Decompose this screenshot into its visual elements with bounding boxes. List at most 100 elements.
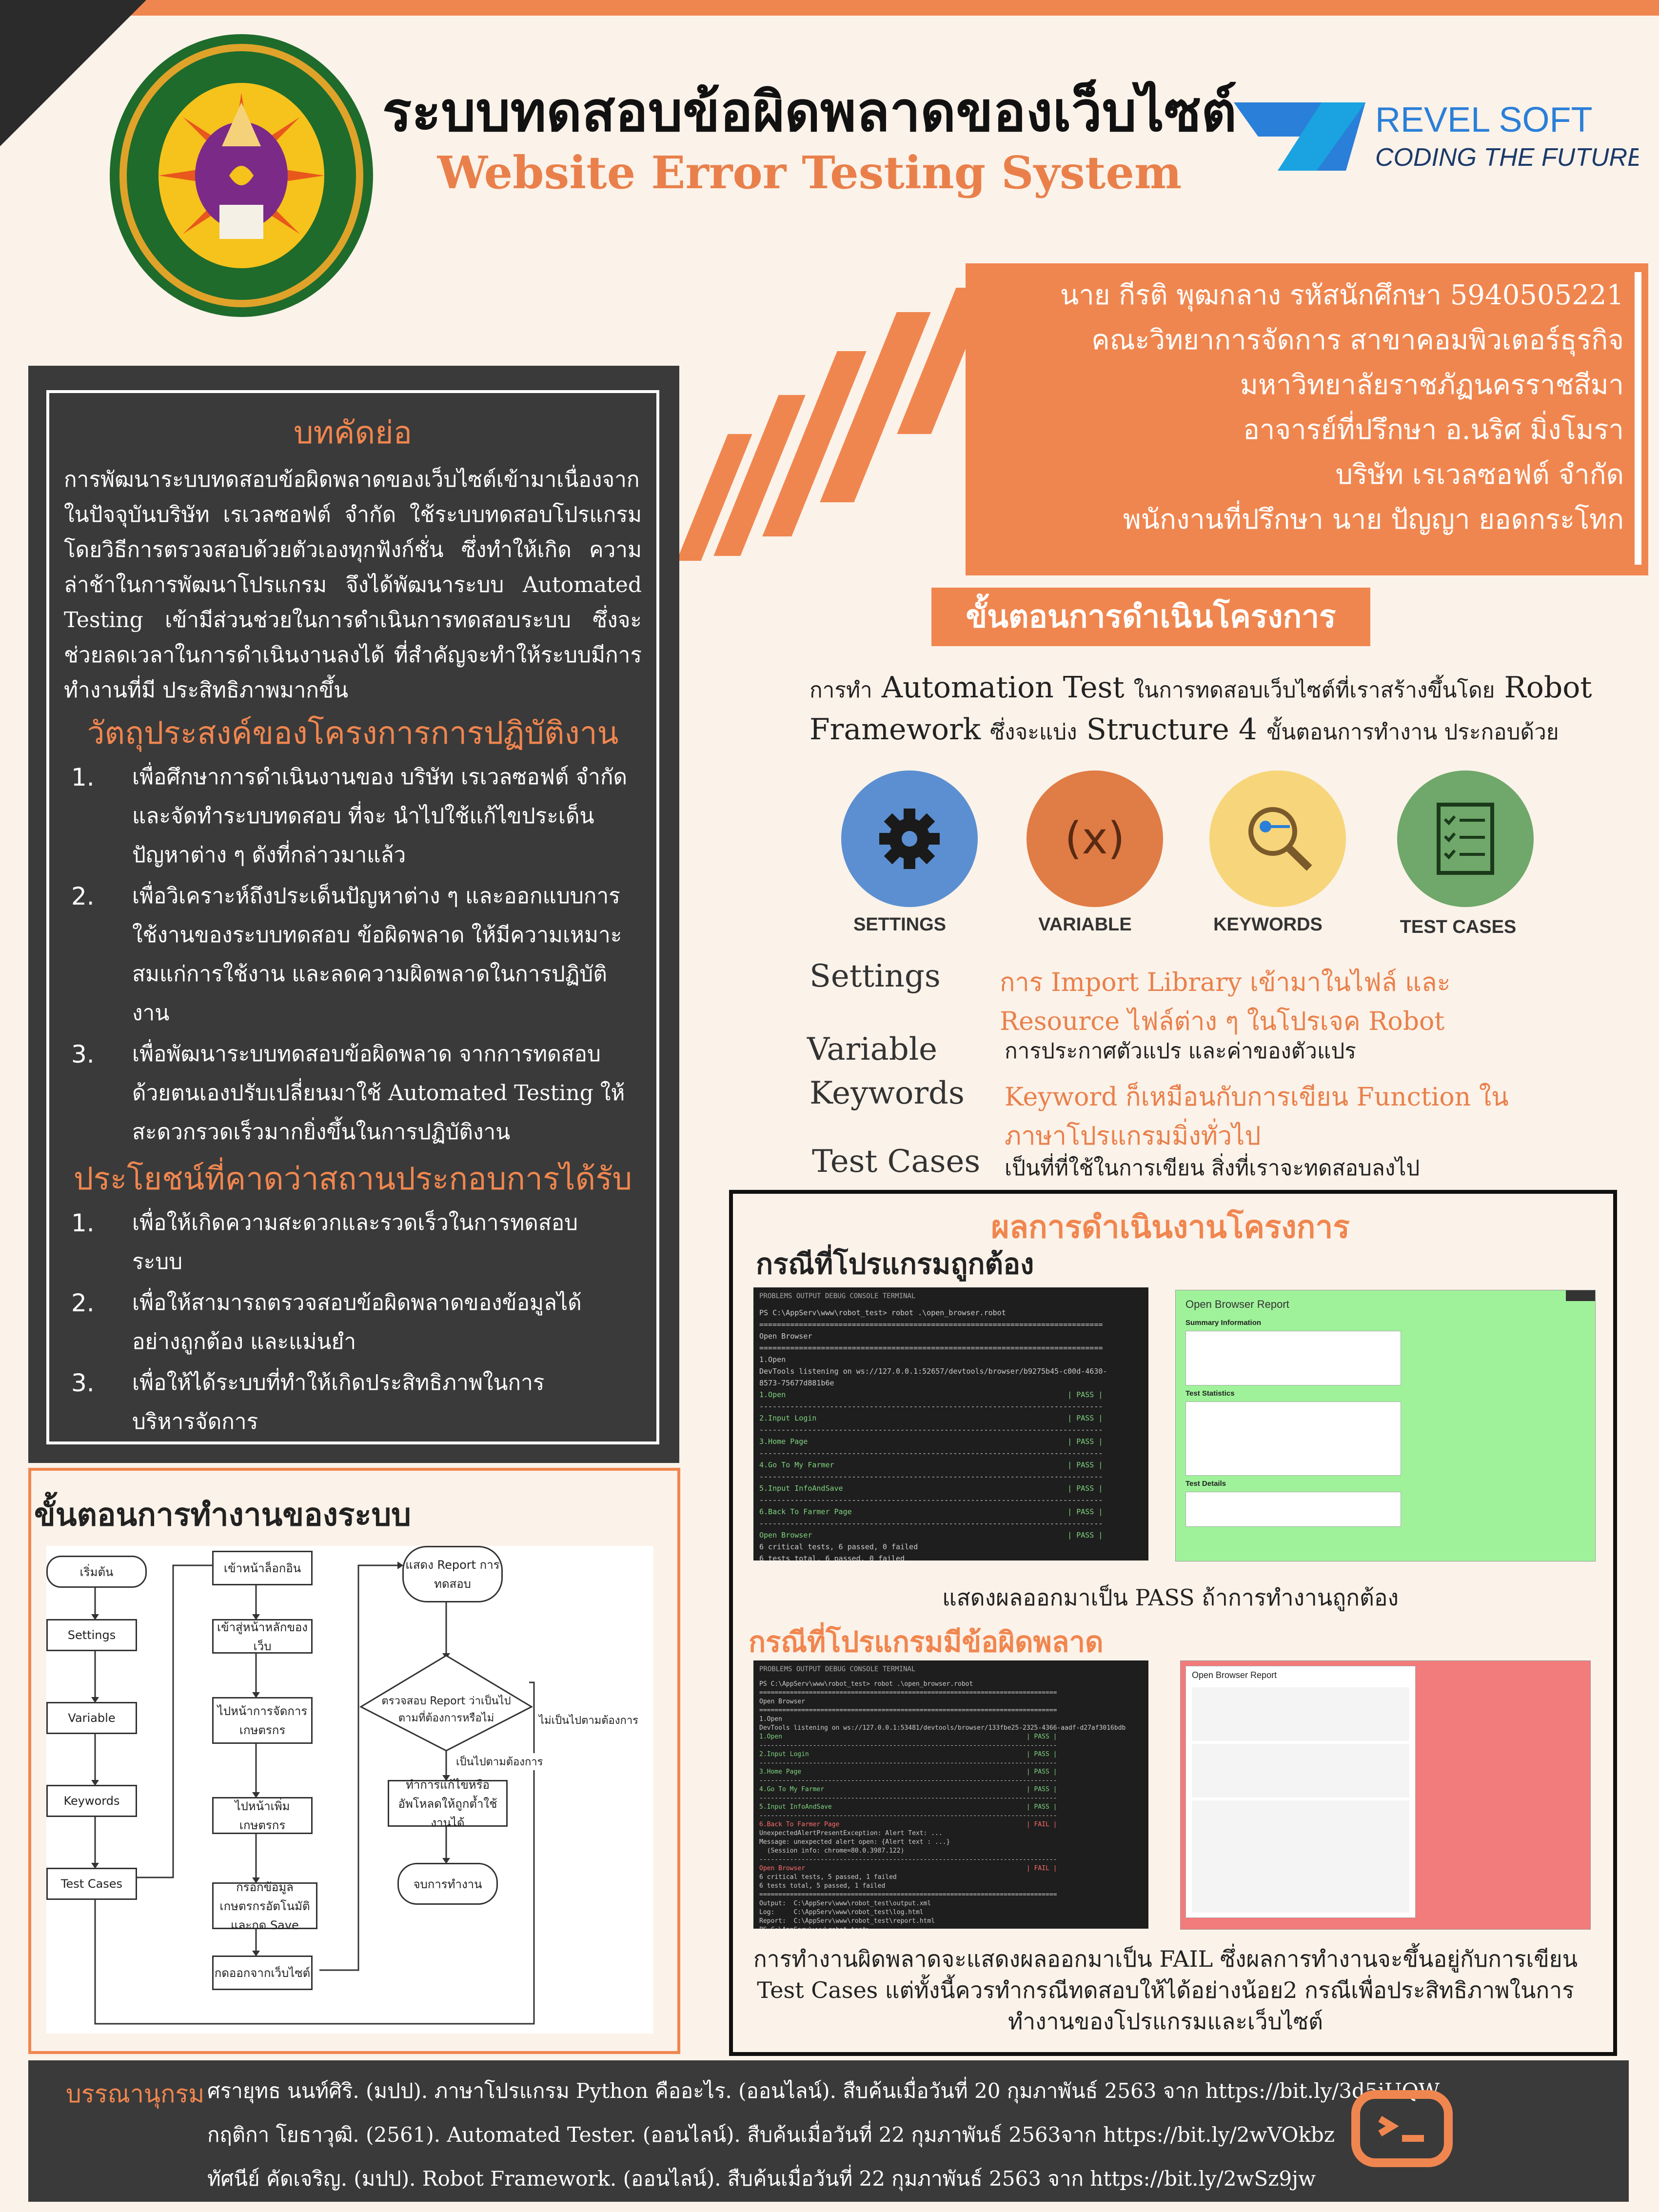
terminal-line: 6 tests total, 6 passed, 0 failed [759,1554,905,1560]
info-line: คณะวิทยาการจัดการ สาขาคอมพิวเตอร์ธุรกิจ [1091,324,1624,356]
flow-step-home: เข้าสู่หน้าหลักของเว็บ [212,1619,313,1654]
terminal-line: Message: unexpected alert open: {Alert t… [759,1838,950,1846]
flowchart-heading: ขั้นตอนการทำงานของระบบ [34,1497,411,1533]
terminal-line: ----------------------------------------… [759,1472,1103,1481]
flow-variable: Variable [46,1702,137,1734]
case-fail-caption: การทำงานผิดพลาดจะแสดงผลออกมาเป็น FAIL ซึ… [753,1946,1578,2034]
objective-item: 2.เพื่อวิเคราะห์ถึงประเด็นปัญหาต่าง ๆ แล… [71,882,622,1026]
terminal-line: Output: C:\AppServ\www\robot_test\output… [759,1900,931,1907]
terminal-line: ----------------------------------------… [759,1759,1057,1767]
poster-title-english: Website Error Testing System [437,146,1182,199]
student-info-panel: นาย กีรติ พุฒกลาง รหัสนักศึกษา 594050522… [966,263,1648,575]
flow-settings: Settings [46,1619,137,1651]
terminal-line: 6 critical tests, 5 passed, 1 failed [759,1874,897,1881]
terminal-line: PS C:\AppServ\www\robot_test> [759,1926,1143,1929]
flowchart-canvas: เริ่มต้น Settings Variable Keywords Test… [46,1546,653,2034]
terminal-tabs: PROBLEMS OUTPUT DEBUG CONSOLE TERMINAL [759,1292,916,1300]
variable-icon: (x) [1065,813,1125,864]
variable-icon-circle: (x) [1027,770,1163,907]
settings-icon-circle [841,770,978,907]
report-title: Open Browser Report [1192,1670,1277,1680]
terminal-line: ----------------------------------------… [759,1742,1057,1749]
flow-step-fill-save: กรอกข้อมูลเกษตรกรอัตโนมัติ และกด Save [212,1880,317,1932]
flow-show-report: แสดง Report การทดสอบ [402,1546,503,1602]
report-pass-screenshot: Open Browser Report Summary Information … [1175,1290,1596,1561]
info-line: อาจารย์ที่ปรึกษา อ.นริศ มิ่งโมรา [1243,414,1624,446]
references-footer [28,2060,1629,2202]
terminal-line: 2.Input Login | PASS | [759,1414,1103,1422]
terminal-line: 4.Go To My Farmer | PASS | [759,1461,1103,1469]
terminal-line: ----------------------------------------… [759,1856,1057,1863]
terminal-tabs: PROBLEMS OUTPUT DEBUG CONSOLE TERMINAL [759,1665,916,1673]
benefits-heading: ประโยชน์ที่คาดว่าสถานประกอบการได้รับ [73,1161,632,1197]
flow-decision: ตรวจสอบ Report ว่าเป็นไปตามที่ต้องการหรื… [381,1695,511,1724]
terminal-line: ----------------------------------------… [759,1795,1057,1802]
terminal-line: Open Browser [759,1698,805,1705]
reference-item: กฤติกา โยธาวุฒิ. (2561). Automated Teste… [207,2123,1335,2147]
report-summary-heading: Summary Information [1185,1319,1262,1327]
info-line: บริษัท เรเวลซอฟต์ จำกัด [1335,459,1624,491]
reference-item: ทัศนีย์ คัดเจริญ. (มปป). Robot Framework… [207,2167,1316,2191]
abstract-text: การพัฒนาระบบทดสอบข้อผิดพลาดของเว็บไซต์เข… [64,467,642,703]
terminal-line: 4.Go To My Farmer | PASS | [759,1786,1057,1793]
case-pass-heading: กรณีที่โปรแกรมถูกต้อง [756,1247,1034,1281]
process-intro: การทำ Automation Test ในการทดสอบเว็บไซต์… [810,671,1592,747]
flow-end: จบการทำงาน [397,1863,498,1905]
report-title: Open Browser Report [1185,1298,1289,1310]
terminal-line: ========================================… [759,1689,1057,1697]
reference-item: ศรายุทธ นนท์ศิริ. (มปป). ภาษาโปรแกรม Pyt… [207,2079,1440,2103]
terminal-line: UnexpectedAlertPresentException: Alert T… [759,1830,943,1837]
report-stats-table [1185,1402,1401,1476]
logo-name: REVEL SOFT [1375,100,1592,139]
top-accent-bar [0,0,1659,16]
university-seal [105,29,378,322]
terminal-line: 8573-75677d881b6e [759,1379,834,1387]
benefit-item: 3.เพื่อให้ได้ระบบที่ทำให้เกิดประสิทธิภาพ… [71,1369,545,1434]
terminal-line: Report: C:\AppServ\www\robot_test\report… [759,1917,935,1925]
terminal-line: DevTools listening on ws://127.0.0.1:534… [759,1724,1126,1732]
terminal-line: 1.Open [759,1716,782,1723]
terminal-line: Open Browser | FAIL | [759,1865,1057,1872]
terminal-line: ----------------------------------------… [759,1519,1103,1528]
terminal-line: Log: C:\AppServ\www\robot_test\log.html [759,1909,924,1916]
revel-soft-logo: REVEL SOFT CODING THE FUTURE [1229,93,1645,180]
terminal-line: 5.Input InfoAndSave | PASS | [759,1484,1103,1493]
terminal-output: PS C:\AppServ\www\robot_test> robot .\op… [753,1678,1148,1929]
terminal-line: 5.Input InfoAndSave | PASS | [759,1803,1057,1811]
settings-label: SETTINGS [853,914,947,935]
poster-title-thai: ระบบทดสอบข้อผิดพลาดของเว็บไซต์ [382,80,1237,144]
test-cases-icon-circle [1397,770,1534,907]
terminal-line: 1.Open | PASS | [759,1390,1103,1399]
terminal-line: 6 critical tests, 6 passed, 0 failed [759,1542,918,1551]
report-fail-screenshot: Open Browser Report [1180,1660,1591,1930]
flow-step-login: เข้าหน้าล็อกอิน [212,1551,313,1585]
terminal-line: 6.Back To Farmer Page | FAIL | [759,1821,1057,1828]
keywords-label: KEYWORDS [1213,914,1323,935]
keywords-icon-circle [1209,770,1346,907]
svg-text:(x): (x) [1065,813,1125,864]
report-details-table [1185,1492,1401,1527]
info-line: นาย กีรติ พุฒกลาง รหัสนักศึกษา 594050522… [1060,279,1624,311]
info-line: มหาวิทยาลัยราชภัฏนครราชสีมา [1240,369,1624,401]
terminal-line: ----------------------------------------… [759,1425,1103,1434]
terminal-pass-screenshot: PROBLEMS OUTPUT DEBUG CONSOLE TERMINAL P… [753,1287,1148,1560]
abstract-panel-background [28,366,679,1463]
terminal-line: 1.Open [759,1355,786,1364]
report-stats-table [1192,1744,1409,1797]
footer-logo-icon [1346,2085,1458,2172]
terminal-line: 3.Home Page | PASS | [759,1437,1103,1446]
flow-step-exit: กดออกจากเว็บไซต์ [212,1955,313,1990]
info-divider [1635,272,1641,565]
term-keywords-desc: Keyword ก็เหมือนกับการเขียน Function ในภ… [1005,1083,1509,1151]
flow-start: เริ่มต้น [46,1556,147,1588]
abstract-panel: บทคัดย่อ การพัฒนาระบบทดสอบข้อผิดพลาดของเ… [46,390,659,1444]
term-settings: Settings [810,958,941,994]
case-fail-heading: กรณีที่โปรแกรมมีข้อผิดพลาด [749,1625,1104,1659]
references-heading: บรรณานุกรม [66,2080,205,2108]
benefits-list: 1.เพื่อให้เกิดความสะดวกและรวดเร็วในการทด… [49,1204,656,1442]
term-test-cases: Test Cases [812,1144,981,1180]
checklist-icon [1437,803,1494,875]
key-search-icon [1248,807,1312,871]
terminal-line: DevTools listening on ws://127.0.0.1:526… [759,1367,1107,1376]
variable-label: VARIABLE [1038,914,1132,935]
